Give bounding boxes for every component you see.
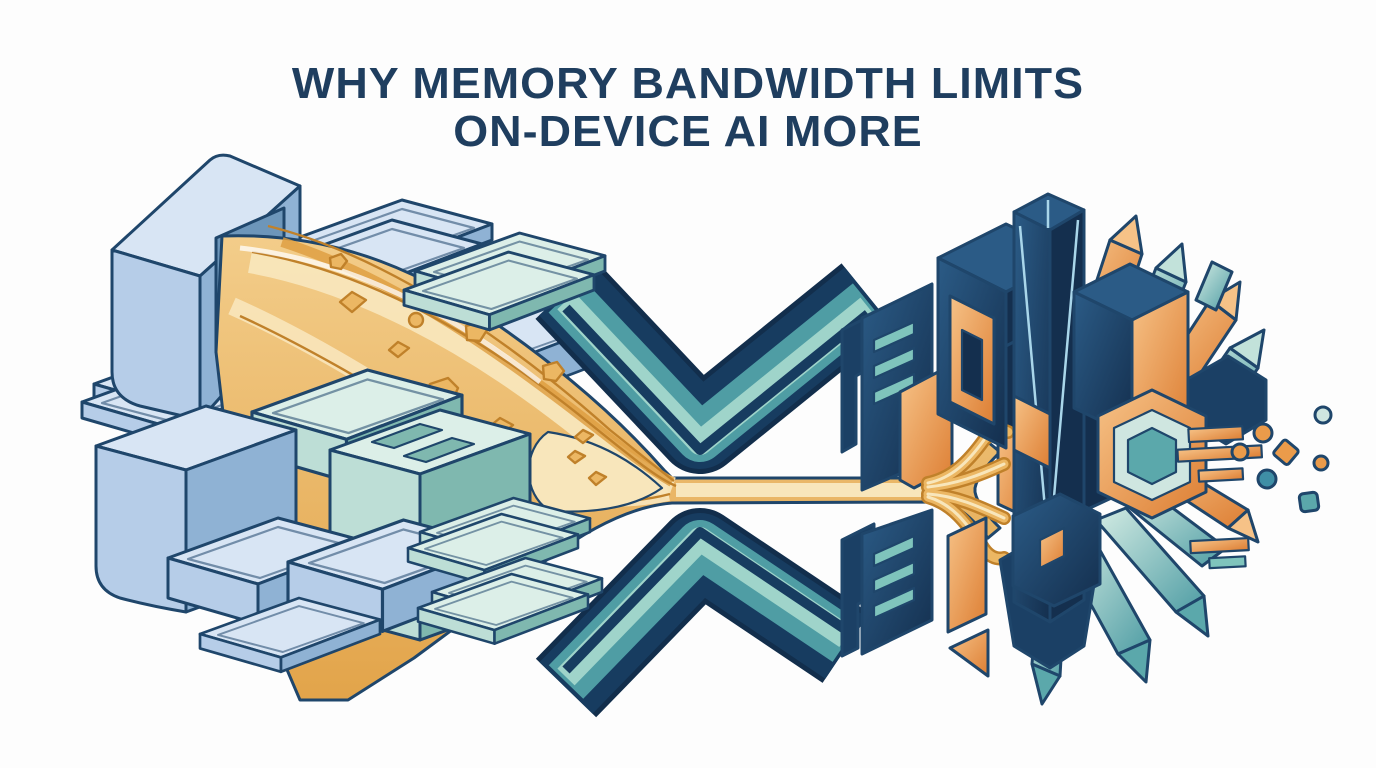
ai-chip (840, 192, 1268, 706)
particle (1312, 454, 1330, 472)
title-line-2: ON-DEVICE AI MORE (453, 107, 923, 156)
chip-port-ring (1096, 388, 1208, 520)
stream-data-particles (328, 252, 608, 487)
title-line-1: WHY MEMORY BANDWIDTH LIMITS (291, 59, 1085, 108)
particle (1313, 405, 1333, 425)
bottleneck-funnel-top (535, 261, 895, 474)
memory-lane-dashes-top (872, 320, 916, 406)
particle (1272, 438, 1300, 466)
bottleneck-funnel-bottom (535, 508, 870, 718)
particle (1230, 442, 1250, 462)
memory-lane-dashes-bottom (872, 534, 916, 620)
memory-slabs-front (94, 231, 607, 674)
output-particles (1230, 405, 1333, 514)
particle (1297, 490, 1321, 514)
page-title: WHY MEMORY BANDWIDTH LIMITS ON-DEVICE AI… (0, 60, 1376, 156)
stream-center-stripe (676, 483, 936, 497)
chip-left-wall (840, 282, 954, 658)
particle (1256, 468, 1278, 490)
circuit-trace-steps (1176, 425, 1264, 570)
particle (1252, 422, 1274, 444)
tower-orange-band (1012, 394, 1052, 470)
chip-lower-blocks (946, 492, 1102, 678)
